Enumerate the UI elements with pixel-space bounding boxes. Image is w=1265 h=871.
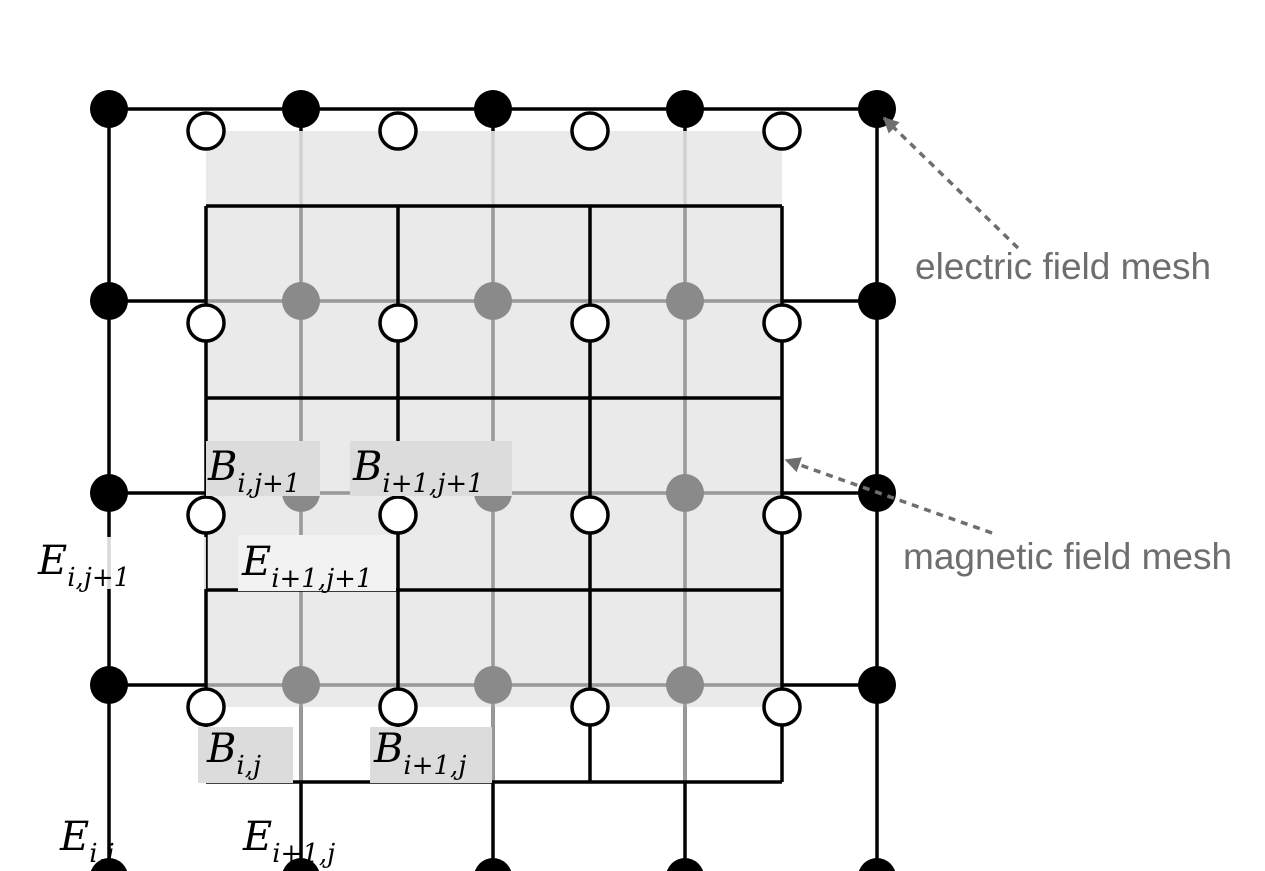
magnetic-node xyxy=(186,303,226,343)
magnetic-mesh-annotation: magnetic field mesh xyxy=(903,536,1232,577)
label-box-b-ij xyxy=(198,727,293,783)
magnetic-node xyxy=(378,303,418,343)
electric-node xyxy=(858,282,896,320)
electric-node xyxy=(858,858,896,871)
label-e-ij: Ei,j xyxy=(59,814,114,869)
label-box-e-i1-j1 xyxy=(238,535,396,591)
electric-node xyxy=(90,858,128,871)
label-b-i1j1: Bi+1,j+1 xyxy=(352,444,484,499)
magnetic-node xyxy=(378,687,418,727)
label-box-b-i1j xyxy=(370,727,492,783)
magnetic-node xyxy=(570,111,610,151)
electric-node-covered xyxy=(282,282,320,320)
electric-node xyxy=(474,90,512,128)
electric-node xyxy=(666,858,704,871)
electric-node xyxy=(858,90,896,128)
magnetic-node xyxy=(570,495,610,535)
label-box-b-i-j1 xyxy=(206,441,320,496)
magnetic-node xyxy=(186,111,226,151)
magnetic-node xyxy=(762,687,802,727)
label-box-e-i-j1 xyxy=(36,537,206,589)
electric-node-covered xyxy=(282,666,320,704)
electric-node xyxy=(858,666,896,704)
magnetic-mesh-arrow xyxy=(784,457,993,535)
magnetic-node xyxy=(762,303,802,343)
magnetic-node xyxy=(762,495,802,535)
label-b-i1j: Bi+1,j xyxy=(373,726,466,781)
label-box-b-i1-j1 xyxy=(350,441,512,496)
magnetic-mesh-nodes xyxy=(186,111,802,727)
electric-mesh-annotation: electric field mesh xyxy=(915,246,1211,287)
magnetic-node xyxy=(378,495,418,535)
label-b-ij1: Bi,j+1 xyxy=(207,444,300,499)
label-e-i1j: Ei+1,j xyxy=(242,814,335,869)
electric-node xyxy=(90,90,128,128)
label-e-ij1: Ei,j+1 xyxy=(37,538,130,593)
magnetic-node xyxy=(570,303,610,343)
electric-node-covered xyxy=(666,474,704,512)
electric-node xyxy=(90,282,128,320)
label-e-i1j1: Ei+1,j+1 xyxy=(241,539,373,594)
label-b-ij: Bi,j xyxy=(206,726,261,781)
electric-node xyxy=(666,90,704,128)
magnetic-node xyxy=(186,495,226,535)
magnetic-node xyxy=(378,111,418,151)
magnetic-node xyxy=(762,111,802,151)
magnetic-node xyxy=(186,687,226,727)
electric-node-covered xyxy=(666,282,704,320)
electric-node xyxy=(282,858,320,871)
electric-node xyxy=(282,90,320,128)
electric-node xyxy=(474,858,512,871)
electric-node xyxy=(90,666,128,704)
electric-node-covered xyxy=(666,666,704,704)
electric-node-covered xyxy=(474,666,512,704)
electric-node-covered xyxy=(474,282,512,320)
electric-node xyxy=(90,474,128,512)
electric-mesh-arrow xyxy=(882,116,1020,250)
magnetic-node xyxy=(570,687,610,727)
